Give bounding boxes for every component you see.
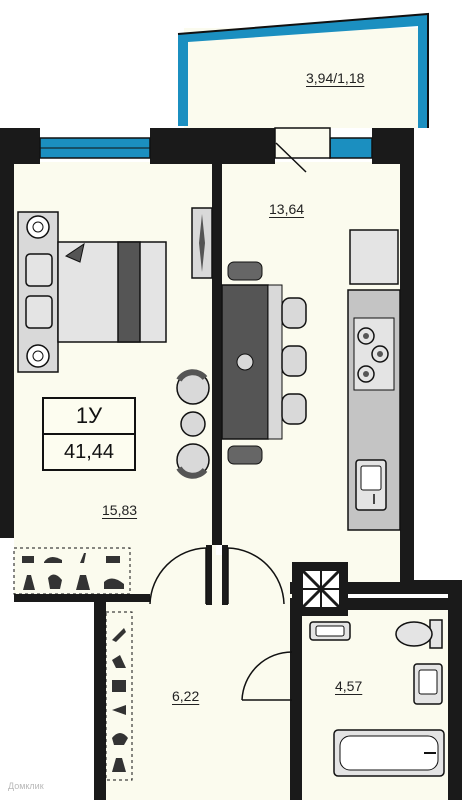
hall-floor: [106, 592, 302, 800]
wall-door-jamb-right: [222, 545, 228, 605]
wardrobe-icon: [13, 547, 131, 595]
wall-door-jamb-left: [206, 545, 212, 605]
stove-icon: [353, 317, 395, 391]
door-bathroom: [241, 651, 293, 701]
kitchen-counter: [347, 229, 401, 531]
wall-left: [0, 128, 14, 538]
bathroom-fixtures: [309, 619, 445, 777]
balcony-area-label: 3,94/1,18: [306, 70, 365, 86]
washbasin-icon: [309, 621, 351, 641]
wall-cabinet-icon: [191, 207, 213, 279]
door-kitchen: [227, 547, 285, 605]
bathroom-area-label: 4,57: [335, 678, 363, 694]
shoes-icon: [22, 553, 120, 563]
door-bedroom: [149, 547, 207, 605]
dress-icon: [23, 574, 124, 590]
balcony-door-leaf: [275, 142, 307, 173]
unit-badge: 1У 41,44: [42, 397, 136, 471]
bed-icon: [17, 211, 167, 373]
washbasin-icon: [413, 663, 443, 705]
windows: [39, 127, 373, 173]
kitchen-area-label: 13,64: [269, 201, 305, 217]
bedroom-area-label: 15,83: [102, 502, 138, 518]
balcony: [177, 12, 429, 128]
balcony-outline: [177, 12, 429, 128]
window-kitchen: [329, 137, 373, 159]
balcony-floor: [184, 28, 424, 128]
wall-partition: [212, 160, 222, 545]
wall-top-mid: [150, 128, 275, 164]
wall-hall-right: [290, 610, 302, 800]
dining-table-icon: [221, 261, 307, 465]
wall-right: [400, 150, 414, 590]
wall-hall-left: [94, 594, 106, 800]
balcony-door-frame: [274, 127, 331, 159]
armchair-icon: [176, 369, 210, 479]
corridor-floor: [150, 555, 290, 615]
doors: [149, 547, 293, 701]
sink-icon: [355, 459, 387, 511]
unit-code: 1У: [44, 399, 134, 435]
shaft-icon: [292, 562, 348, 616]
hall-wardrobe-icon: [105, 611, 133, 781]
hall-area-label: 6,22: [172, 688, 200, 704]
toilet-icon: [395, 619, 443, 649]
watermark-logo: Домклик: [8, 781, 44, 791]
balcony-railing: [178, 14, 428, 128]
bathtub-icon: [333, 729, 445, 777]
fridge-icon: [349, 229, 399, 285]
unit-total-area: 41,44: [63, 441, 115, 463]
wall-bath-right: [448, 580, 462, 800]
wall-right-step: [400, 580, 462, 594]
wall-hall-top-left: [14, 594, 150, 602]
